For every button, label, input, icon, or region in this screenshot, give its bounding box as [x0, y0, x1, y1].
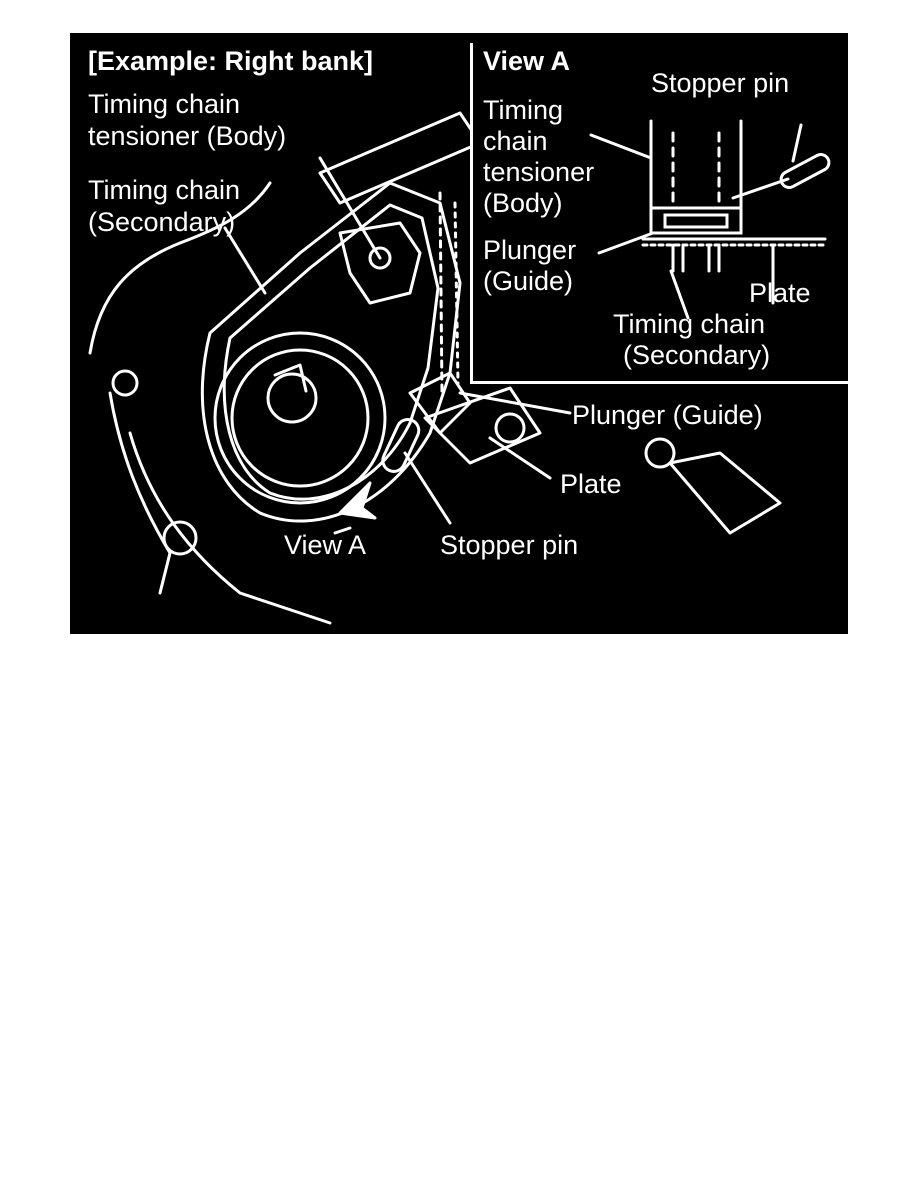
- tensioner-body: [338, 221, 422, 305]
- inset-chain-label-line1: Timing chain: [613, 309, 766, 339]
- chain-label-line1: Timing chain: [88, 175, 241, 205]
- tensioner-bolt: [368, 246, 392, 270]
- inset-plunger-label-line2: (Guide): [483, 266, 574, 296]
- inset-chain-label-line2: (Secondary): [623, 340, 771, 370]
- inset-tensioner-label-line3: tensioner: [483, 157, 595, 187]
- sprocket-hub: [266, 372, 318, 424]
- plate-label: Plate: [560, 469, 622, 499]
- leader-tensioner: [318, 156, 382, 260]
- leader-chain: [223, 226, 267, 295]
- bolt-hole-left: [111, 369, 139, 397]
- sprocket-hub-tab: [273, 363, 308, 393]
- sprocket-inner: [230, 348, 370, 488]
- bolt-hole-lower: [162, 520, 198, 556]
- inset-plunger-label-line1: Plunger: [483, 235, 577, 265]
- right-bolt: [644, 437, 676, 469]
- inset-title: View A: [483, 46, 571, 76]
- inset-plate-label: Plate: [749, 278, 811, 308]
- leader-plunger: [458, 391, 572, 415]
- chain-label-line2: (Secondary): [88, 207, 236, 237]
- leader-plate: [488, 436, 552, 480]
- view-a-label: View A: [284, 530, 367, 560]
- tensioner-label-line1: Timing chain: [88, 89, 241, 119]
- right-lower-part: [668, 451, 782, 535]
- teeth-column-2: [453, 201, 460, 385]
- view-a-arrow: [338, 481, 377, 520]
- chain-inner: [222, 203, 440, 501]
- inset-tensioner-label-line1: Timing: [483, 95, 564, 125]
- leader-view-a: [333, 526, 352, 535]
- engine-illustration: [88, 111, 782, 625]
- inset-tensioner-label-line2: chain: [483, 126, 548, 156]
- view-a-illustration: [589, 119, 831, 320]
- stopper-pin: [381, 417, 421, 473]
- diagram-figure: [Example: Right bank] Timing chain tensi…: [70, 33, 848, 634]
- teeth-column: [438, 191, 444, 395]
- housing-edge: [108, 391, 172, 595]
- chain-outer: [200, 181, 462, 523]
- plunger-label: Plunger (Guide): [572, 400, 763, 430]
- view-a-inset: View A Stopper pin Timing chain tensione…: [470, 43, 848, 384]
- leader-stopper: [403, 451, 452, 525]
- tensioner-label-line2: tensioner (Body): [88, 121, 287, 151]
- stopper-pin-label: Stopper pin: [440, 530, 579, 560]
- inset-tensioner-label-line4: (Body): [483, 188, 563, 218]
- housing-outline-lower: [128, 431, 332, 625]
- inset-stopper-pin-label: Stopper pin: [651, 68, 790, 98]
- main-title: [Example: Right bank]: [88, 46, 374, 76]
- sprocket-outer: [213, 331, 387, 505]
- housing-outline-left: [88, 181, 272, 355]
- upper-guide: [318, 111, 482, 205]
- plate-bolt: [494, 412, 526, 444]
